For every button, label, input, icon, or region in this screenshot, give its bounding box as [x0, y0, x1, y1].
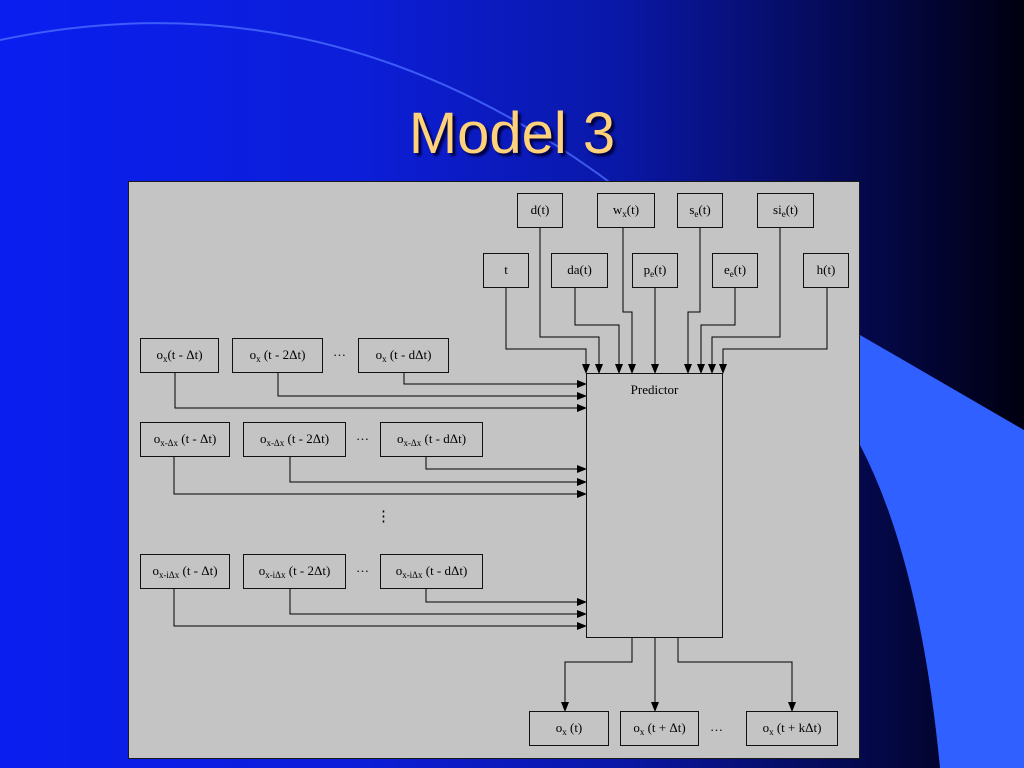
history-row2-a: ox-Δx (t - Δt) [140, 422, 230, 457]
line-predictor-to-out-c [677, 638, 796, 712]
history-row3-a: ox-iΔx (t - Δt) [140, 554, 230, 589]
line-row3-a [173, 589, 587, 630]
history-row2-b: ox-Δx (t - 2Δt) [243, 422, 346, 457]
row3-ellipsis: … [356, 560, 369, 575]
line-row3-b [289, 589, 587, 618]
input-h: h(t) [803, 253, 849, 288]
input-e: ee(t) [712, 253, 758, 288]
line-e-to-predictor [697, 288, 736, 374]
input-si: sie(t) [757, 193, 814, 228]
line-row3-c [425, 589, 587, 606]
history-row3-b: ox-iΔx (t - 2Δt) [243, 554, 346, 589]
line-h-to-predictor [719, 288, 828, 374]
output-b: ox (t + Δt) [620, 711, 699, 746]
line-t-to-predictor [505, 288, 590, 374]
connector-lines [173, 228, 828, 712]
line-d-to-predictor [539, 228, 603, 374]
line-row2-c [425, 457, 587, 473]
line-row2-a [173, 457, 587, 498]
decor-arc [0, 22, 621, 191]
line-si-to-predictor [708, 228, 781, 374]
history-row1-c: ox (t - dΔt) [358, 338, 449, 373]
line-row1-a [174, 373, 587, 412]
history-row2-c: ox-Δx (t - dΔt) [380, 422, 483, 457]
output-c: ox (t + kΔt) [746, 711, 838, 746]
output-a: ox (t) [529, 711, 609, 746]
row1-ellipsis: … [333, 344, 346, 359]
input-t: t [483, 253, 529, 288]
input-p: pe(t) [632, 253, 678, 288]
predictor-label: Predictor [630, 382, 679, 397]
line-row2-b [289, 457, 587, 486]
line-s-to-predictor [684, 228, 701, 374]
history-row1-a: ox(t - Δt) [140, 338, 219, 373]
input-s: se(t) [677, 193, 723, 228]
line-da-to-predictor [574, 288, 623, 374]
decor-light-wedge [860, 335, 1024, 768]
slide-title: Model 3 [408, 101, 616, 166]
input-w: wx(t) [597, 193, 655, 228]
row2-ellipsis: … [356, 428, 369, 443]
history-row1-b: ox (t - 2Δt) [232, 338, 323, 373]
diagram-panel: Predictor d(t) wx(t) se(t) sie(t) t da(t… [128, 181, 860, 759]
input-d: d(t) [517, 193, 563, 228]
predictor-block: Predictor [586, 373, 723, 638]
outputs-ellipsis: … [710, 719, 723, 734]
history-row3-c: ox-iΔx (t - dΔt) [380, 554, 483, 589]
line-predictor-to-out-a [561, 638, 633, 712]
rows-vertical-ellipsis: ⋮ [376, 509, 391, 525]
line-row1-b [277, 373, 587, 400]
line-w-to-predictor [622, 228, 636, 374]
input-da: da(t) [551, 253, 608, 288]
line-row1-c [403, 373, 587, 388]
